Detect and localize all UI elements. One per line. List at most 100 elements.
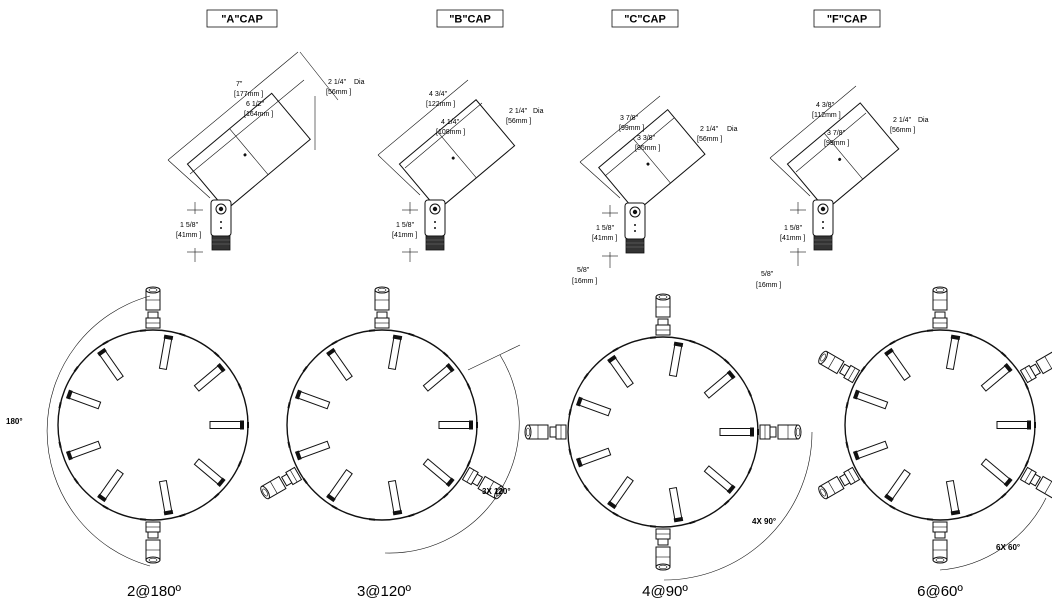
config-4-angle: 6X 60° [939,497,1047,571]
ring-clip [287,441,291,448]
cap-c-view: "C"CAP 3 7/8" [99mm ] 3 3/8" [85mm ] 2 1… [572,9,738,285]
cap-f-dim-2: [112mm ] [812,112,841,119]
ring-config-3 [524,293,802,571]
inner-tube [667,486,684,523]
cap-f-dim-6: Dia [918,117,929,124]
cap-f-dim-7: [56mm ] [890,127,915,134]
ring-clip [612,511,619,517]
cap-b-dim-1: 4 3/4" [429,91,448,98]
inner-tube [719,427,755,437]
cap-f-view: "F"CAP 4 3/8" [112mm ] 3 7/8" [99mm ] 2 … [756,9,929,289]
cap-f-dim-4: [99mm ] [824,140,849,147]
inner-tube [386,334,403,371]
ring-clip [568,448,572,455]
ring-clip [689,520,696,525]
config-4-label: 6@60º [917,583,963,600]
cap-a-title-box [206,9,278,28]
cap-c-dim-3: 3 3/8" [637,135,656,142]
mounted-fixture [932,286,948,329]
ring-clip [583,484,589,491]
ring-clip [583,373,589,380]
cap-c-dim-4: [85mm ] [635,145,660,152]
ring-clip [860,366,866,373]
ring-clip [889,504,896,510]
inner-tube [996,420,1032,430]
ring-clip [179,332,186,337]
cap-a-view: "A"CAP 7" [177mm ] 6 1/2" [164mm ] 2 1/4… [167,9,365,262]
cap-a-title: "A"CAP [221,14,263,26]
inner-tube [606,475,635,510]
ring-config-2 [258,286,506,521]
cap-a-dim-5: 2 1/4" [328,79,347,86]
config-2-angle: 3X 120° [384,344,521,554]
ring-clip [302,477,308,484]
inner-tube [883,468,912,503]
mounted-fixture [655,528,671,571]
mounted-fixture [1020,349,1052,384]
config-3-label: 4@90º [642,583,688,600]
inner-tube [294,439,331,461]
cap-b-title: "B"CAP [449,14,491,26]
cap-c-dim-9: [41mm ] [592,235,617,242]
ring-clip [368,329,376,332]
config-3-angle-label: 4X 90° [752,517,776,526]
ring-clip [213,492,220,499]
inner-tube [883,347,912,382]
inner-tube [193,457,227,488]
ring-clip [926,518,934,521]
inner-tube [575,446,612,468]
cap-b-dim-2: [122mm ] [426,101,455,108]
inner-tube [944,334,961,371]
ring-clip [723,499,730,506]
ring-clip [926,329,934,332]
inner-tube [157,479,174,516]
ring-clip [102,340,109,346]
mounted-fixture [145,521,161,564]
ring-clip [757,429,759,435]
cap-f-dim-3: 3 7/8" [827,130,846,137]
ring-clip [966,332,973,337]
ring-clip [747,390,752,397]
ring-clip [73,477,79,484]
mounted-fixture [759,424,802,440]
ring-clip [442,492,449,499]
ring-clip [237,383,242,390]
cap-f-title-box [813,9,881,28]
ring-clip [368,518,376,521]
cap-c-dim-1: 3 7/8" [620,115,639,122]
cap-f-dim-10: 5/8" [761,271,774,278]
ring-clip [58,402,62,409]
cap-c-dim-11: [16mm ] [572,278,597,285]
ring-clip [1000,351,1007,358]
inner-tube [852,439,889,461]
inner-tube [96,347,125,382]
cap-f-dim-9: [41mm ] [780,235,805,242]
cap-a-dim-9: [41mm ] [176,232,201,239]
ring-clip [1034,422,1036,428]
cap-a-dim-2: [177mm ] [234,91,263,98]
cap-c-dim-5: 2 1/4" [700,126,719,133]
ring-clip [408,513,415,518]
inner-tube [325,347,354,382]
cap-a-dim-6: Dia [354,79,365,86]
cap-b-view: "B"CAP 4 3/4" [122mm ] 4 1/4" [108mm ] 2… [377,9,544,262]
inner-tube [575,396,612,418]
ring-clip [442,351,449,358]
inner-tube [193,362,227,393]
mounted-fixture [816,349,860,384]
mounted-fixture [258,466,302,501]
cap-b-dim-9: [41mm ] [392,232,417,239]
inner-tube [606,354,635,389]
ring-clip [689,339,696,344]
ring-clip [845,402,849,409]
ring-clip [213,351,220,358]
inner-tube [852,389,889,411]
mounted-fixture [816,466,860,501]
cap-f-dim-5: 2 1/4" [893,117,912,124]
ring-clip [1024,460,1029,467]
cap-b-dim-5: 2 1/4" [509,108,528,115]
inner-tube [65,439,102,461]
inner-tube [209,420,245,430]
ring-clip [139,518,147,521]
